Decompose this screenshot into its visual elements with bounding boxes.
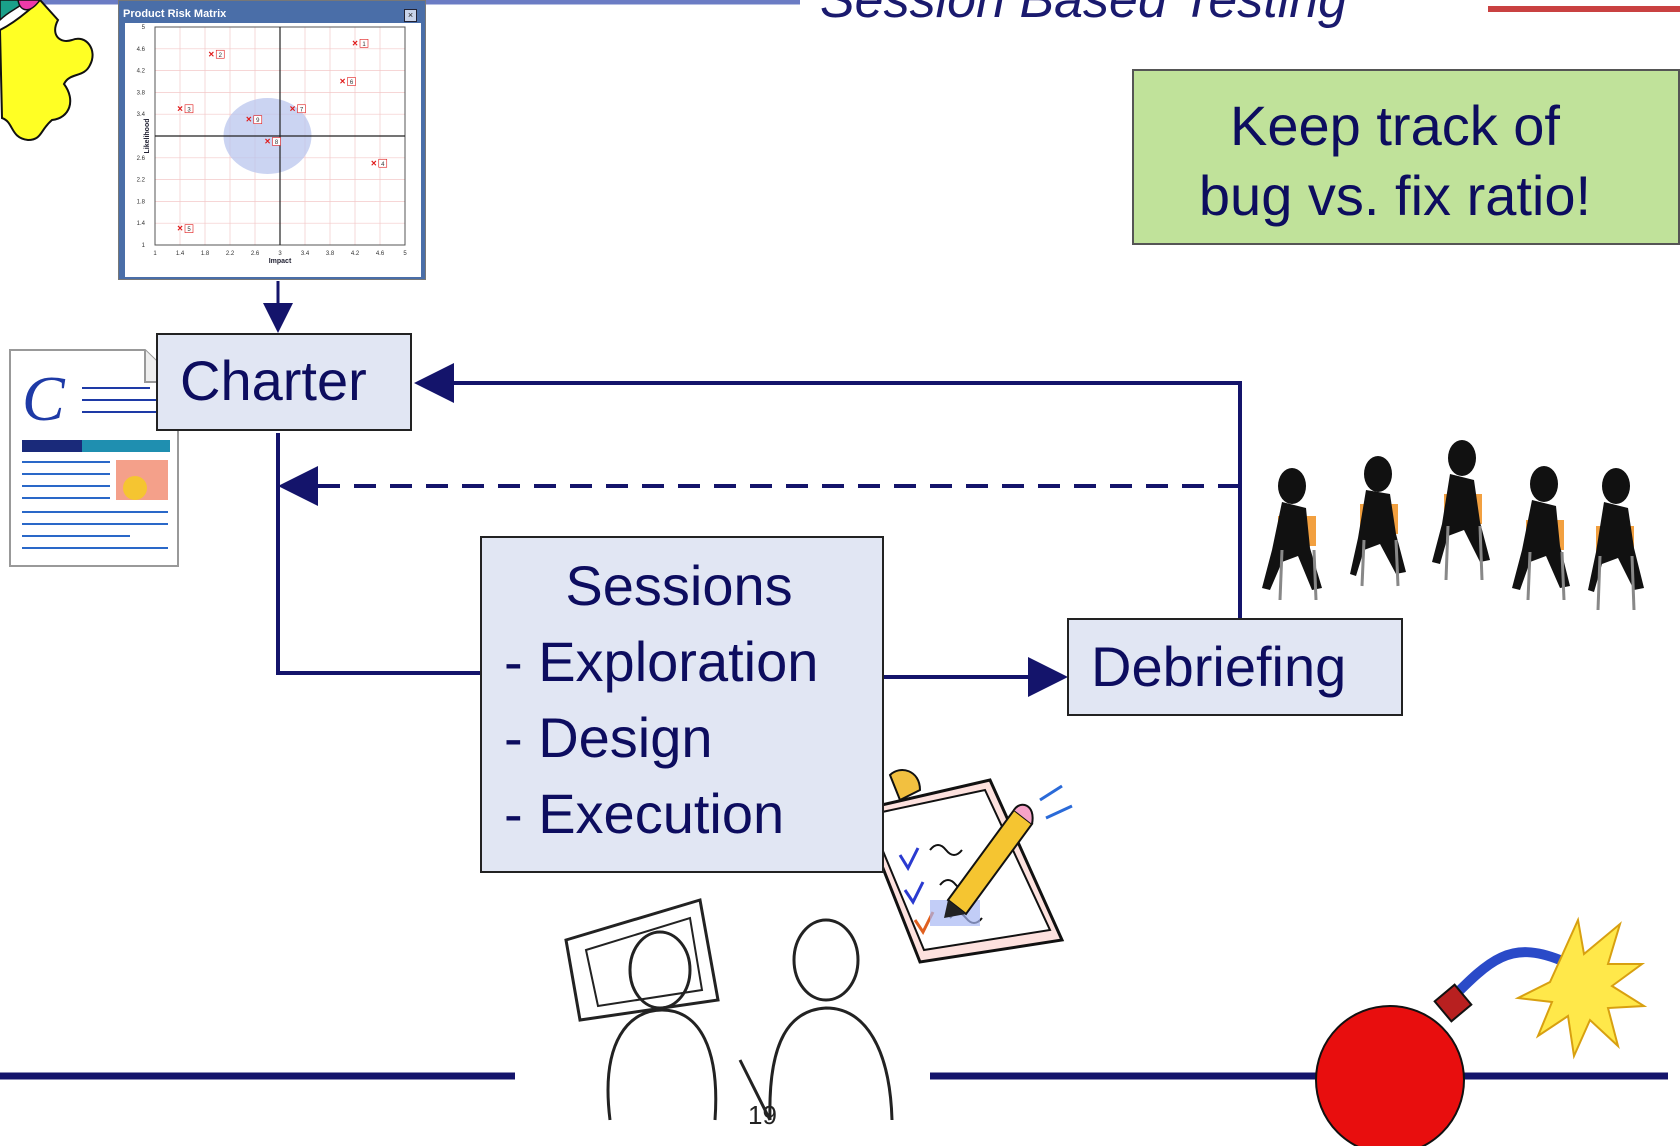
document-icon: C [9, 349, 179, 567]
risk-point-label: 1 [362, 42, 366, 48]
risk-point-label: 5 [187, 227, 191, 233]
risk-y-tick: 2.2 [137, 178, 146, 184]
risk-y-tick: 1.8 [137, 199, 146, 205]
risk-point-marker: × [265, 136, 271, 147]
risk-point-label: 8 [275, 140, 279, 146]
risk-point-label: 4 [381, 162, 385, 168]
puzzle-piece-icon [0, 0, 94, 142]
sessions-item-execution: - Execution [504, 782, 785, 845]
puzzle-piece-pink-icon [17, 0, 41, 11]
risk-point-label: 9 [256, 118, 260, 124]
risk-matrix-chart: 1 1.4 1.8 2.2 2.6 3 3.4 3.8 4.2 4.6 5 5 4.6 4.2 3.8 3.4… [125, 23, 421, 277]
risk-y-tick: 1 [142, 243, 146, 249]
risk-point-label-box [184, 224, 194, 233]
risk-y-tick: 3.8 [137, 90, 146, 96]
risk-point-label-box [359, 39, 369, 48]
risk-x-tick: 5 [403, 251, 407, 257]
svg-text:C: C [22, 363, 66, 434]
risk-point-marker: × [352, 38, 358, 49]
risk-x-label: Impact [269, 258, 292, 265]
risk-x-tick: 1.4 [176, 251, 185, 257]
arrow-debriefing-to-charter [414, 363, 1242, 618]
line-charter-to-sessions [276, 433, 480, 675]
debriefing-box: Debriefing [1067, 618, 1403, 716]
risk-y-tick: 4.6 [137, 47, 146, 53]
sessions-item-design: - Design [504, 706, 713, 769]
ratio-note-line1: Keep track of [1230, 94, 1560, 157]
risk-y-label: Likelihood [144, 119, 151, 154]
risk-point-marker: × [208, 49, 214, 60]
charter-box: Charter [156, 333, 412, 431]
risk-point-label-box [297, 104, 306, 114]
risk-y-tick: 4.2 [137, 69, 146, 75]
bomb-icon [1315, 916, 1648, 1146]
risk-point-label-box [347, 77, 356, 86]
page-number: 19 [748, 1100, 777, 1130]
risk-x-tick: 1 [153, 251, 157, 257]
risk-x-tick: 3 [278, 251, 282, 257]
risk-x-tick: 2.2 [226, 251, 235, 257]
meeting-people-icon [1262, 440, 1644, 611]
risk-x-tick: 4.6 [376, 251, 385, 257]
risk-y-tick: 5 [142, 25, 146, 31]
sessions-heading: Sessions [565, 554, 793, 617]
risk-x-tick: 2.6 [251, 251, 260, 257]
risk-point-marker: × [177, 224, 183, 235]
risk-x-tick: 3.4 [301, 251, 310, 257]
risk-point-marker: × [340, 77, 346, 88]
risk-point-label: 7 [300, 107, 304, 113]
risk-y-tick: 1.4 [137, 221, 146, 227]
risk-point-marker: × [177, 104, 183, 115]
ratio-note: Keep track of bug vs. fix ratio! [1132, 69, 1680, 245]
risk-x-tick: 4.2 [351, 251, 360, 257]
testers-sketch-icon [564, 898, 894, 1121]
risk-y-tick: 2.6 [137, 156, 146, 162]
sessions-item-exploration: - Exploration [504, 630, 819, 693]
risk-point-label: 6 [350, 80, 354, 86]
risk-point-label-box [184, 104, 194, 114]
risk-point-label-box [253, 115, 263, 124]
risk-point-label-box [272, 137, 281, 146]
risk-matrix-close-icon[interactable]: × [404, 9, 417, 22]
risk-y-tick: 3.4 [137, 112, 146, 118]
slide-title: Session Based Testing [820, 0, 1348, 29]
risk-x-tick: 1.8 [201, 251, 210, 257]
risk-matrix-window: Product Risk Matrix × 1 1.4 1.8 2.2 2.6 3 3.4 3… [118, 0, 426, 280]
risk-point-label: 3 [187, 107, 191, 113]
risk-point-marker: × [290, 104, 296, 115]
sessions-box: Sessions - Exploration - Design - Execut… [480, 536, 884, 873]
clipboard-pencil-icon [857, 769, 1073, 964]
risk-point-label-box [215, 49, 225, 59]
risk-x-tick: 3.8 [326, 251, 335, 257]
ratio-note-line2: bug vs. fix ratio! [1198, 164, 1592, 227]
risk-point-label: 2 [219, 53, 223, 59]
risk-matrix-title: Product Risk Matrix [123, 8, 227, 20]
risk-point-label-box [378, 158, 388, 168]
risk-point-marker: × [246, 115, 252, 126]
risk-point-marker: × [371, 158, 377, 169]
